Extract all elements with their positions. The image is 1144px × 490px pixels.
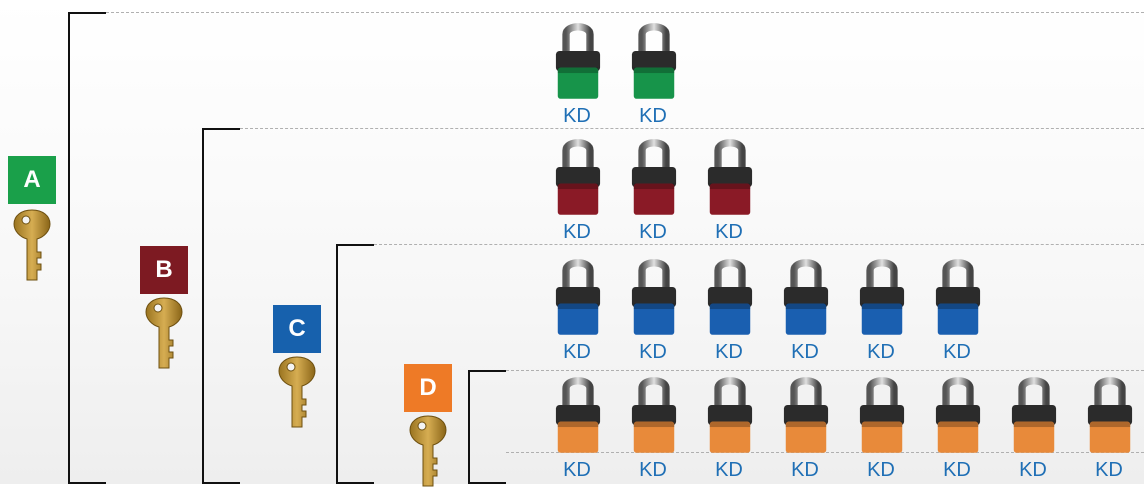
- padlock-icon: [1087, 377, 1133, 453]
- padlock-icon: [707, 377, 753, 453]
- padlock-icon: [631, 377, 677, 453]
- lock-label: KD: [943, 341, 971, 363]
- padlock-icon: [631, 23, 677, 99]
- padlock-icon: [783, 259, 829, 335]
- badge-b: B: [140, 246, 188, 294]
- padlock-icon: [555, 139, 601, 215]
- lock-label: KD: [943, 459, 971, 481]
- padlock-icon: [707, 259, 753, 335]
- dashed-line-c: [374, 244, 1144, 245]
- padlock-icon: [555, 259, 601, 335]
- dashed-line-d-lower: [506, 452, 1144, 453]
- padlock-icon: [707, 139, 753, 215]
- padlock-icon: [935, 377, 981, 453]
- lock-label: KD: [1019, 459, 1047, 481]
- lock-label: KD: [639, 221, 667, 243]
- badge-d: D: [404, 364, 452, 412]
- padlock-icon: [555, 23, 601, 99]
- lock-label: KD: [563, 341, 591, 363]
- padlock-icon: [859, 259, 905, 335]
- bracket-d: [468, 370, 506, 484]
- lock-label: KD: [791, 341, 819, 363]
- padlock-icon: [555, 377, 601, 453]
- dashed-line-a: [106, 12, 1144, 13]
- lock-label: KD: [639, 459, 667, 481]
- key-icon: [12, 208, 52, 284]
- lock-label: KD: [563, 105, 591, 127]
- lock-label: KD: [867, 341, 895, 363]
- lock-label: KD: [639, 341, 667, 363]
- lock-label: KD: [563, 221, 591, 243]
- padlock-icon: [631, 259, 677, 335]
- lock-label: KD: [563, 459, 591, 481]
- bracket-c: [336, 244, 374, 484]
- bracket-b: [202, 128, 240, 484]
- dashed-line-d: [506, 370, 1144, 371]
- bracket-a: [68, 12, 106, 484]
- key-icon: [277, 355, 317, 431]
- padlock-icon: [935, 259, 981, 335]
- lock-label: KD: [715, 341, 743, 363]
- badge-c: C: [273, 305, 321, 353]
- lock-label: KD: [1095, 459, 1123, 481]
- lock-label: KD: [715, 221, 743, 243]
- key-icon: [144, 296, 184, 372]
- lock-label: KD: [791, 459, 819, 481]
- badge-a: A: [8, 156, 56, 204]
- lock-label: KD: [867, 459, 895, 481]
- lock-label: KD: [639, 105, 667, 127]
- lock-label: KD: [715, 459, 743, 481]
- padlock-icon: [783, 377, 829, 453]
- padlock-icon: [1011, 377, 1057, 453]
- padlock-icon: [631, 139, 677, 215]
- dashed-line-b: [240, 128, 1144, 129]
- key-icon: [408, 414, 448, 490]
- padlock-icon: [859, 377, 905, 453]
